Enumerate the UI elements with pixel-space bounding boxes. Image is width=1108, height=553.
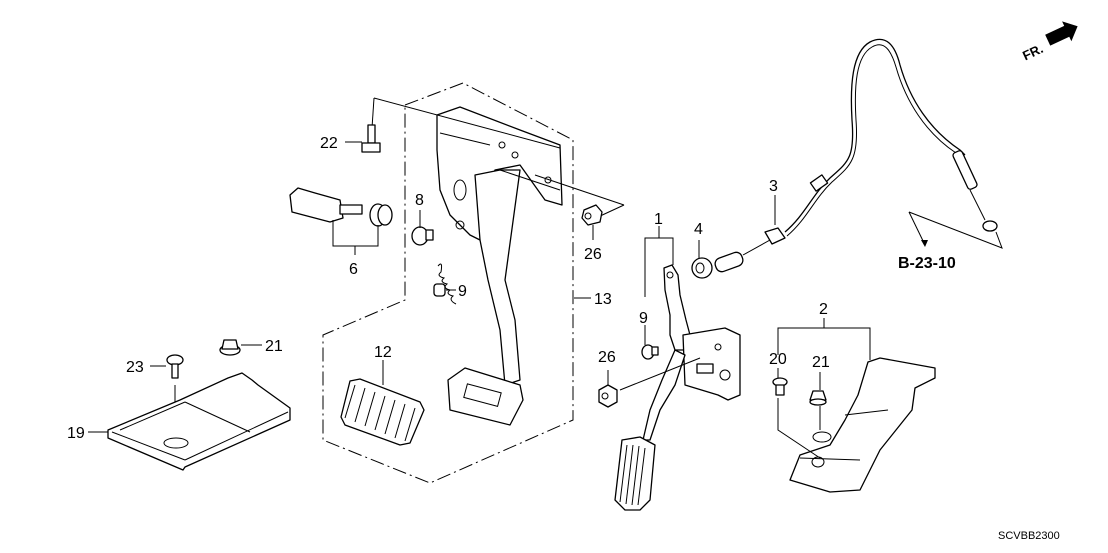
- callout-9-label: 9: [639, 310, 648, 327]
- callout-3: 3: [769, 178, 778, 195]
- callout-12: 12: [374, 344, 392, 361]
- callout-26-lower: 26: [598, 349, 616, 366]
- fr-label: FR.: [1020, 41, 1045, 63]
- flange-bolt-22: [361, 124, 381, 153]
- pedal-stopper-8: [411, 226, 434, 246]
- callout-23: 23: [126, 359, 144, 376]
- callout-13: 13: [594, 291, 612, 308]
- foot-rest-19: [107, 372, 291, 471]
- callout-21-left: 21: [265, 338, 283, 355]
- callout-4: 4: [694, 221, 703, 238]
- diagram-code: SCVBB2300: [998, 530, 1060, 542]
- flange-nut-21-right: [809, 390, 827, 406]
- floor-cover-2: [789, 357, 936, 493]
- tapping-screw-23: [166, 354, 184, 379]
- nut-26-upper: [581, 204, 603, 226]
- reference-label[interactable]: B-23-10: [898, 255, 956, 272]
- callout-20: 20: [769, 351, 787, 368]
- callout-1: 1: [654, 211, 663, 228]
- front-direction-indicator: FR.: [1020, 21, 1078, 63]
- stop-switch-assembly: [289, 187, 393, 227]
- callout-8: 8: [415, 192, 424, 209]
- pedal-pad-12: [340, 378, 425, 446]
- callout-22: 22: [320, 135, 338, 152]
- flange-nut-21-left: [219, 339, 241, 356]
- clip-20: [772, 377, 788, 396]
- callout-26-upper: 26: [584, 246, 602, 263]
- return-spring-10: [433, 263, 457, 305]
- nut-26-lower: [598, 384, 618, 408]
- throttle-cable-3: [714, 38, 998, 273]
- brake-pedal-assembly: [436, 106, 563, 426]
- accelerator-pedal-assembly-1: [614, 264, 741, 511]
- callout-19: 19: [67, 425, 85, 442]
- callout-2: 2: [819, 301, 828, 318]
- reference-arrow-icon: [921, 240, 928, 247]
- callout-6: 6: [349, 261, 358, 278]
- arrow-right-icon: [1045, 21, 1078, 46]
- pedal-stopper-9: [641, 344, 659, 360]
- grommet-4: [691, 257, 713, 279]
- brake-pedal-group-boundary: [322, 82, 574, 484]
- callout-10: 9: [458, 283, 467, 300]
- callout-21-right: 21: [812, 354, 830, 371]
